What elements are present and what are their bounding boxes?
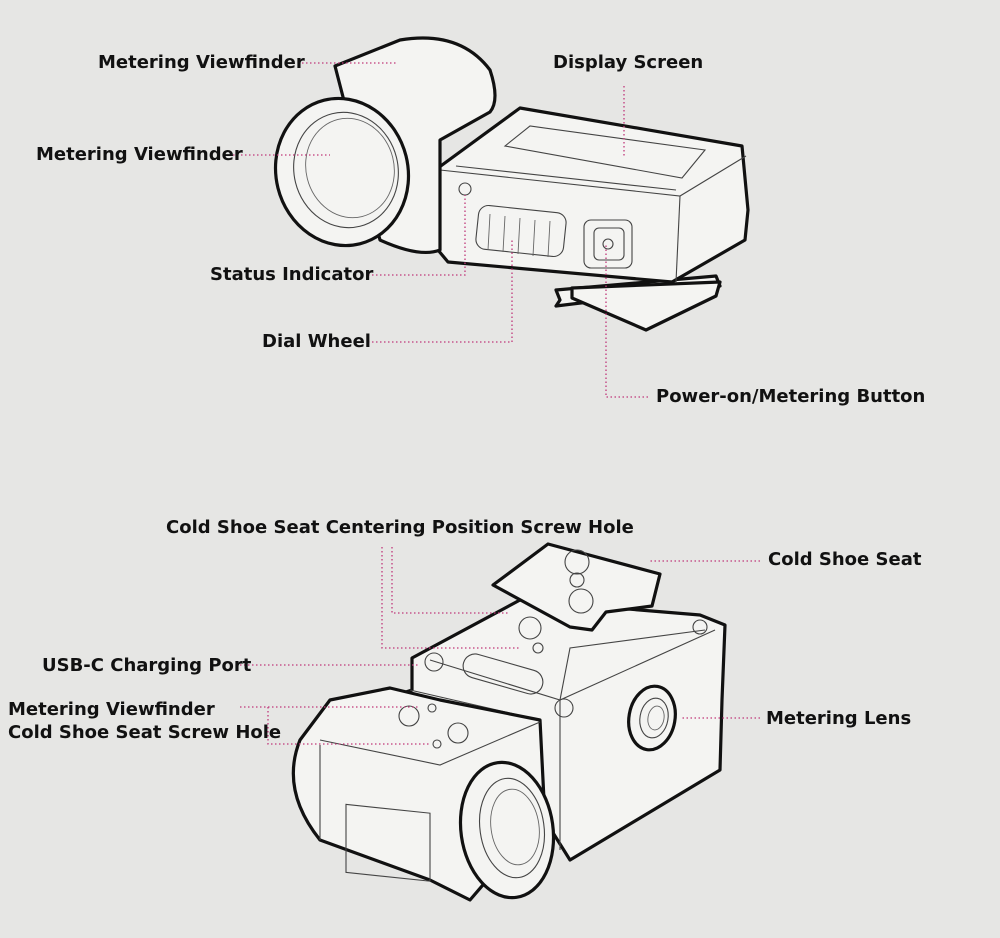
label-cold-shoe-seat: Cold Shoe Seat bbox=[768, 549, 922, 570]
label-status-indicator: Status Indicator bbox=[210, 264, 374, 285]
bottom-device bbox=[291, 542, 727, 902]
label-usb-c-port: USB-C Charging Port bbox=[42, 655, 252, 676]
top-device bbox=[273, 36, 750, 332]
label-power-button: Power-on/Metering Button bbox=[656, 386, 926, 407]
label-seat-screw-hole: Cold Shoe Seat Screw Hole bbox=[8, 722, 282, 743]
label-centering-screw-hole: Cold Shoe Seat Centering Position Screw … bbox=[166, 517, 634, 538]
label-metering-viewfinder-bottom: Metering Viewfinder bbox=[8, 699, 215, 720]
label-metering-lens: Metering Lens bbox=[766, 708, 912, 729]
label-metering-viewfinder-top: Metering Viewfinder bbox=[98, 52, 305, 73]
label-metering-viewfinder-side: Metering Viewfinder bbox=[36, 144, 243, 165]
label-dial-wheel: Dial Wheel bbox=[262, 331, 371, 352]
leader-lines bbox=[233, 62, 760, 745]
label-display-screen: Display Screen bbox=[553, 52, 704, 73]
